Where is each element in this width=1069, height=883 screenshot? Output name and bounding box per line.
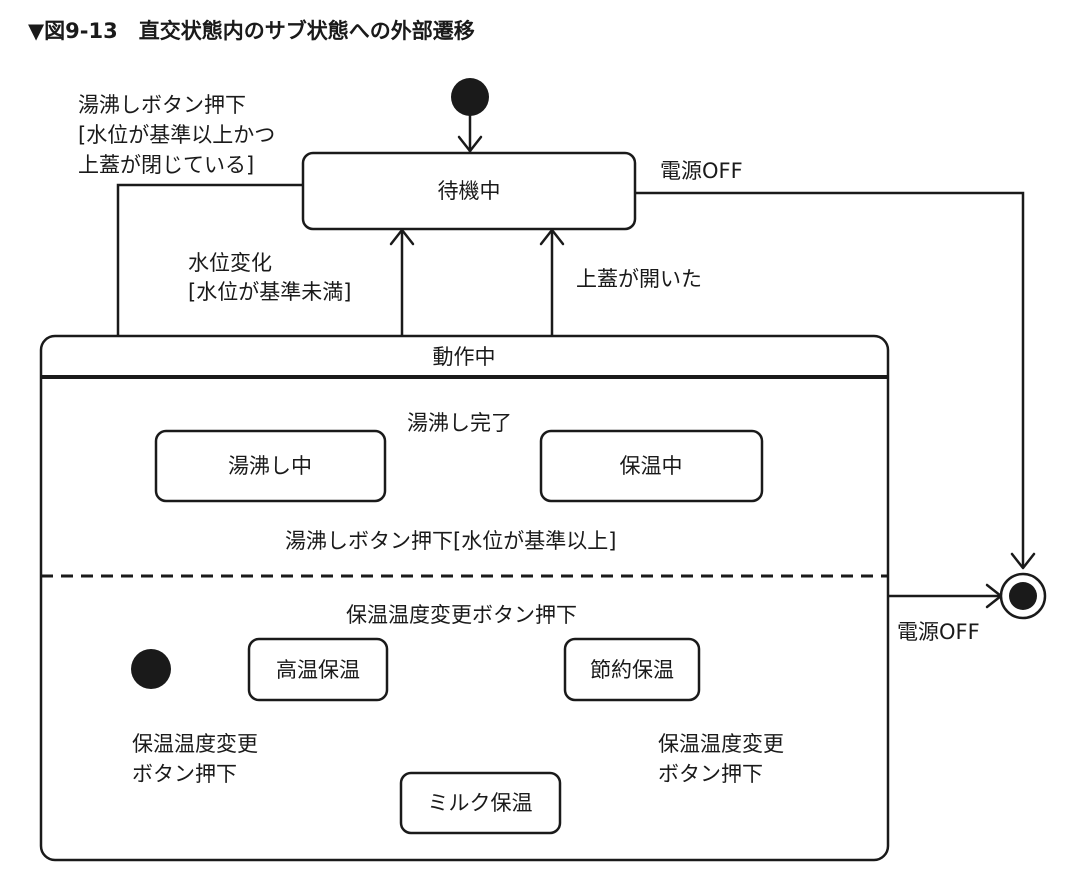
state-boiling-label: 湯沸し中 [228,454,312,478]
state-milk [399,771,562,835]
standby-to-final-arrowhead [1010,552,1036,570]
state-high-temp-label: 高温保温 [276,658,360,682]
state-standby-label: 待機中 [438,179,501,203]
water-change-label-2: [水位が基準未満] [188,280,351,304]
state-operating-label: 動作中 [433,345,496,369]
state-boiling [154,429,387,503]
boil-press-label-3: 上蓋が閉じている] [78,153,254,177]
power-off-top-label: 電源OFF [660,159,743,183]
boil-done-label: 湯沸し完了 [407,411,512,435]
standby-to-final-line [635,191,1025,568]
inner-initial-state [131,649,171,689]
state-eco-label: 節約保温 [590,658,674,682]
boil-press-label-1: 湯沸しボタン押下 [78,93,246,117]
temp-change-right-label-2: ボタン押下 [658,762,763,786]
state-high-temp [247,637,389,702]
power-off-bottom-label: 電源OFF [897,620,980,644]
final-state [1009,582,1037,610]
initial-state [451,78,489,116]
state-keepwarm-label: 保温中 [620,454,683,478]
state-eco [563,637,701,702]
lid-open-label: 上蓋が開いた [576,267,702,291]
initial-to-standby-arrowhead [457,135,483,153]
water-change-label-1: 水位変化 [188,251,272,275]
state-milk-label: ミルク保温 [428,791,533,815]
boil-press-label-2: [水位が基準以上かつ [78,123,275,147]
temp-change-top-label: 保温温度変更ボタン押下 [346,603,577,627]
state-keepwarm [539,429,764,503]
reboil-label: 湯沸しボタン押下[水位が基準以上] [285,529,616,553]
state-standby [301,151,637,231]
temp-change-left-label-1: 保温温度変更 [132,732,258,756]
figure-title: ▼図9-13 直交状態内のサブ状態への外部遷移 [28,19,475,43]
temp-change-right-label-1: 保温温度変更 [658,732,784,756]
temp-change-left-label-2: ボタン押下 [132,762,237,786]
